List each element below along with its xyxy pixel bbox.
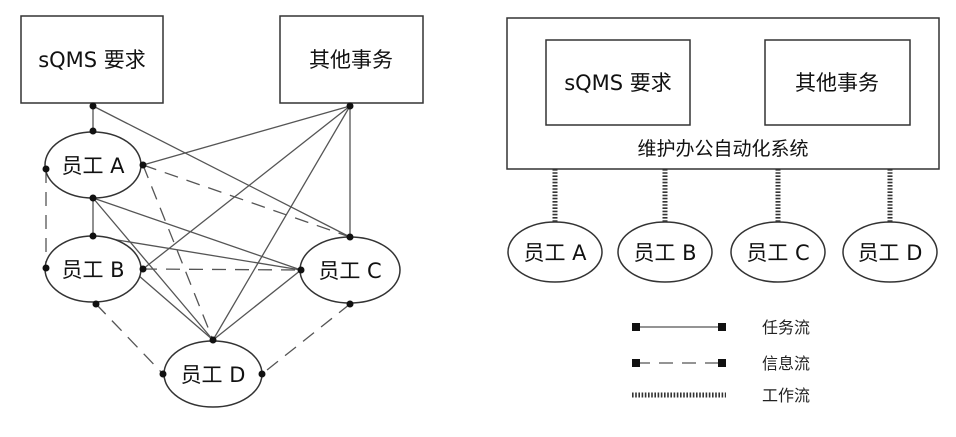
right-other-label: 其他事务 <box>795 71 879 95</box>
dot-c-top <box>346 233 354 241</box>
right-diagram: sQMS 要求 其他事务 维护办公自动化系统 员工 A 员工 B 员工 C 员工… <box>506 17 940 283</box>
left-employee-a-label: 员工 A <box>61 154 125 178</box>
info-c-to-d <box>261 303 351 375</box>
info-b-to-c <box>142 268 302 271</box>
info-a-to-c <box>142 164 351 238</box>
left-diagram: sQMS 要求 其他事务 员工 A 员工 B 员工 C 员工 D <box>20 15 424 408</box>
left-other-box <box>279 15 424 104</box>
legend-task-end-dot <box>718 323 726 331</box>
dot-sqms-bottom <box>89 102 97 110</box>
dot-other-bottom <box>346 102 354 110</box>
dot-c-bottom <box>346 300 354 308</box>
legend-info-end-dot <box>718 359 726 367</box>
left-employee-c-label: 员工 C <box>318 259 381 283</box>
right-employee-c <box>730 221 826 283</box>
legend-info-label: 信息流 <box>762 354 810 373</box>
right-employee-a-label: 员工 A <box>523 241 587 265</box>
line-other-to-b <box>142 105 351 270</box>
dot-a-bottom <box>89 194 97 202</box>
dot-b-bottom <box>92 300 100 308</box>
dot-b-left <box>42 264 50 272</box>
dot-c-left <box>297 266 305 274</box>
legend-task-start-dot <box>632 323 640 331</box>
dot-d-right <box>258 370 266 378</box>
left-other-label: 其他事务 <box>309 48 393 72</box>
left-info-flow-lines <box>45 164 351 375</box>
right-other-box <box>764 39 911 126</box>
right-sqms-box <box>545 39 691 126</box>
dot-d-top <box>209 336 217 344</box>
dot-d-left <box>159 370 167 378</box>
right-employee-b <box>617 221 713 283</box>
legend-info-flow: 信息流 <box>632 354 810 373</box>
right-employee-d-label: 员工 D <box>858 241 923 265</box>
left-sqms-label: sQMS 要求 <box>38 48 146 72</box>
legend: 任务流 信息流 工作流 <box>632 318 810 405</box>
line-a-to-c <box>92 197 302 271</box>
left-employee-b-label: 员工 B <box>61 258 124 282</box>
right-employee-c-label: 员工 C <box>746 241 809 265</box>
dot-a-right <box>139 161 147 169</box>
legend-work-flow: 工作流 <box>632 386 810 405</box>
info-b-to-d <box>95 303 164 375</box>
left-employee-d-label: 员工 D <box>181 363 246 387</box>
system-label: 维护办公自动化系统 <box>637 138 808 160</box>
left-task-flow-lines <box>92 105 351 341</box>
line-other-to-a <box>142 105 351 166</box>
legend-task-label: 任务流 <box>762 318 810 337</box>
legend-info-start-dot <box>632 359 640 367</box>
line-sqms-to-c <box>92 105 351 238</box>
dot-b-right <box>139 265 147 273</box>
info-a-to-d <box>142 164 214 341</box>
dot-a-top <box>89 127 97 135</box>
right-employee-a <box>507 221 603 283</box>
left-sqms-box <box>20 15 164 104</box>
line-c-to-d <box>212 269 302 341</box>
right-work-flow-lines <box>552 169 893 222</box>
dot-b-top <box>89 232 97 240</box>
legend-work-label: 工作流 <box>762 386 810 405</box>
line-b-to-c <box>92 235 302 271</box>
left-connection-dots <box>42 102 354 378</box>
right-employee-d <box>842 221 938 283</box>
line-other-to-d <box>212 105 351 341</box>
right-employee-b-label: 员工 B <box>633 241 696 265</box>
legend-task-flow: 任务流 <box>632 318 810 337</box>
dot-a-left <box>42 165 50 173</box>
right-sqms-label: sQMS 要求 <box>564 71 672 95</box>
